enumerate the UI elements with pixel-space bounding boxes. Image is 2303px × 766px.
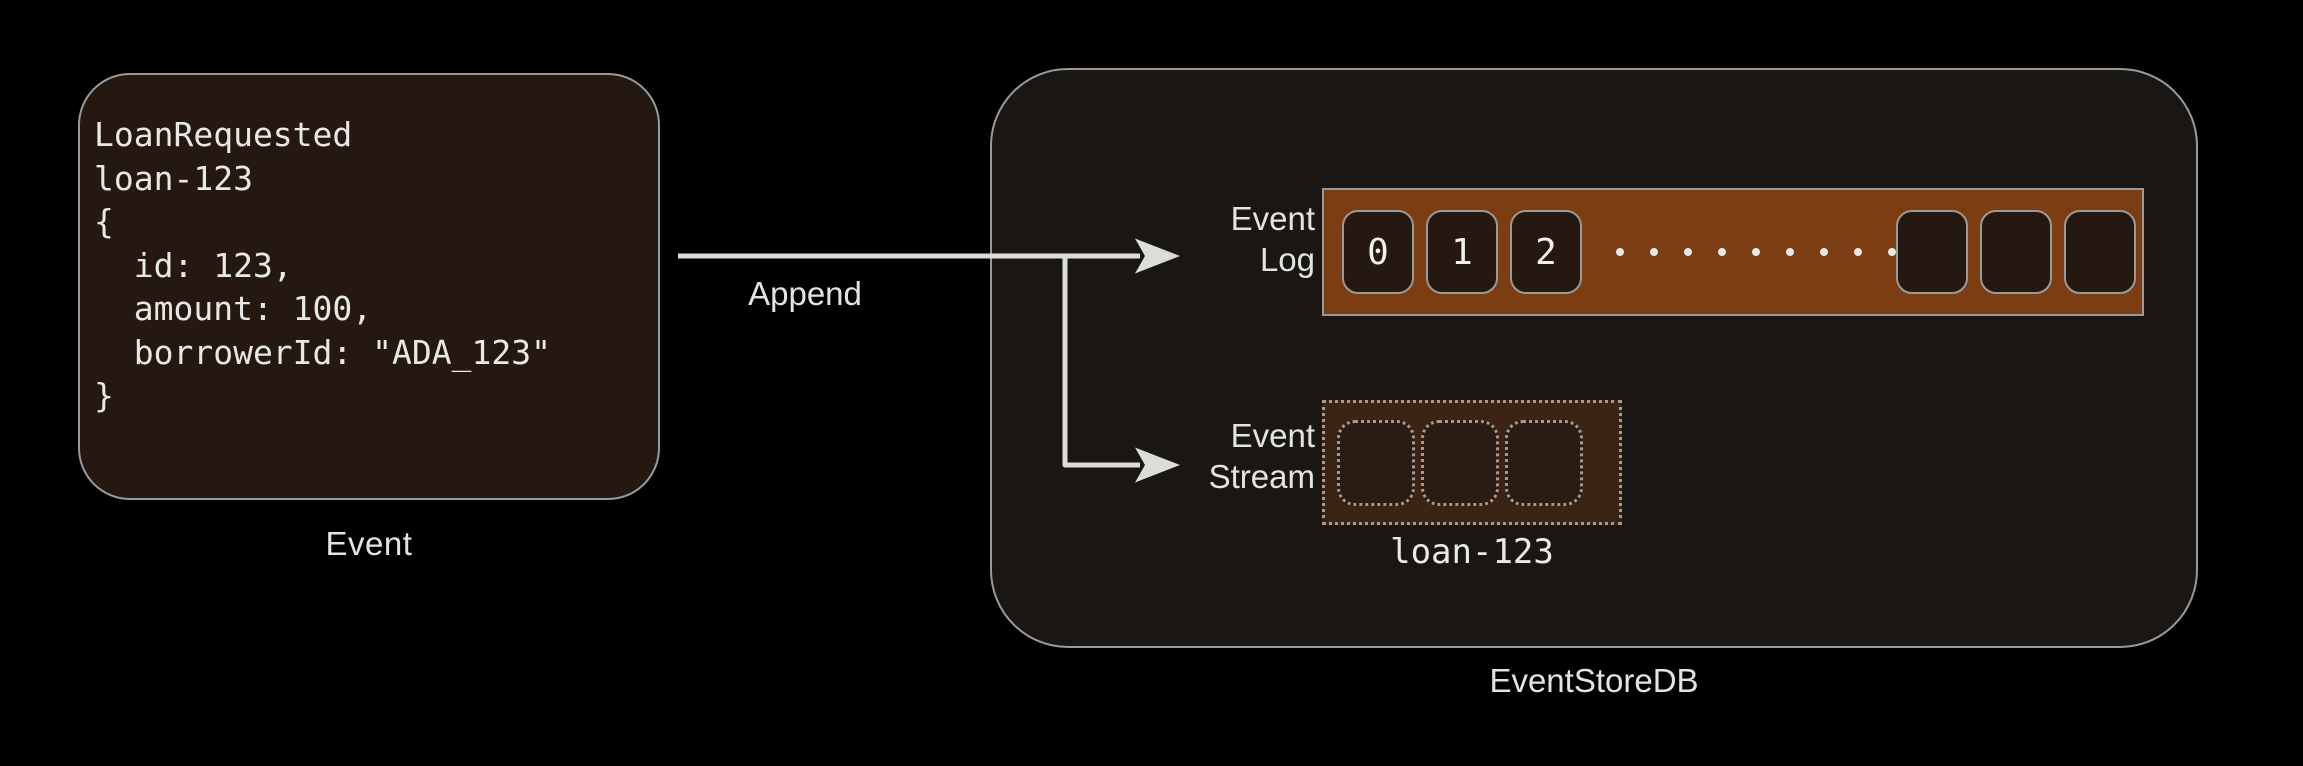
ellipsis-dot: [1718, 248, 1726, 256]
event-stream-slot[interactable]: [1337, 419, 1415, 506]
ellipsis-dot: [1888, 248, 1896, 256]
event-stream-slot[interactable]: [1421, 419, 1499, 506]
event-stream-label-line1: Event: [1230, 417, 1315, 454]
event-stream-slot[interactable]: [1505, 419, 1583, 506]
event-log-label-line2: Log: [1259, 241, 1315, 278]
ellipsis-dot: [1820, 248, 1828, 256]
eventstoredb-container: [990, 68, 2198, 648]
ellipsis-dot: [1650, 248, 1658, 256]
event-stream-label-line2: Stream: [1208, 458, 1315, 495]
ellipsis-dot: [1616, 248, 1624, 256]
ellipsis-dot: [1854, 248, 1862, 256]
event-stream-id: loan-123: [1390, 532, 1554, 572]
ellipsis-group: [1820, 248, 1896, 256]
ellipsis-dot: [1684, 248, 1692, 256]
event-log-ellipsis: [1594, 248, 1896, 256]
event-stream-box: [1322, 400, 1622, 525]
event-log-slot[interactable]: 1: [1426, 210, 1498, 294]
eventstoredb-caption: EventStoreDB: [1489, 662, 1699, 699]
event-log-bar: 0 1 2: [1322, 188, 2144, 316]
event-log-slot[interactable]: 2: [1510, 210, 1582, 294]
ellipsis-dot: [1752, 248, 1760, 256]
event-card-caption: Event: [325, 525, 413, 562]
event-log-slot-empty[interactable]: [1896, 210, 1968, 294]
event-log-slot-empty[interactable]: [2064, 210, 2136, 294]
append-arrow-label: Append: [748, 275, 862, 312]
ellipsis-group: [1718, 248, 1794, 256]
ellipsis-group: [1616, 248, 1692, 256]
event-stream-label: Event Stream: [1060, 415, 1315, 497]
event-log-slot-empty[interactable]: [1980, 210, 2052, 294]
event-log-label: Event Log: [1060, 198, 1315, 280]
ellipsis-dot: [1786, 248, 1794, 256]
event-card: [78, 73, 660, 500]
event-log-slot[interactable]: 0: [1342, 210, 1414, 294]
event-payload-code: LoanRequested loan-123 { id: 123, amount…: [94, 115, 551, 415]
event-log-label-line1: Event: [1230, 200, 1315, 237]
